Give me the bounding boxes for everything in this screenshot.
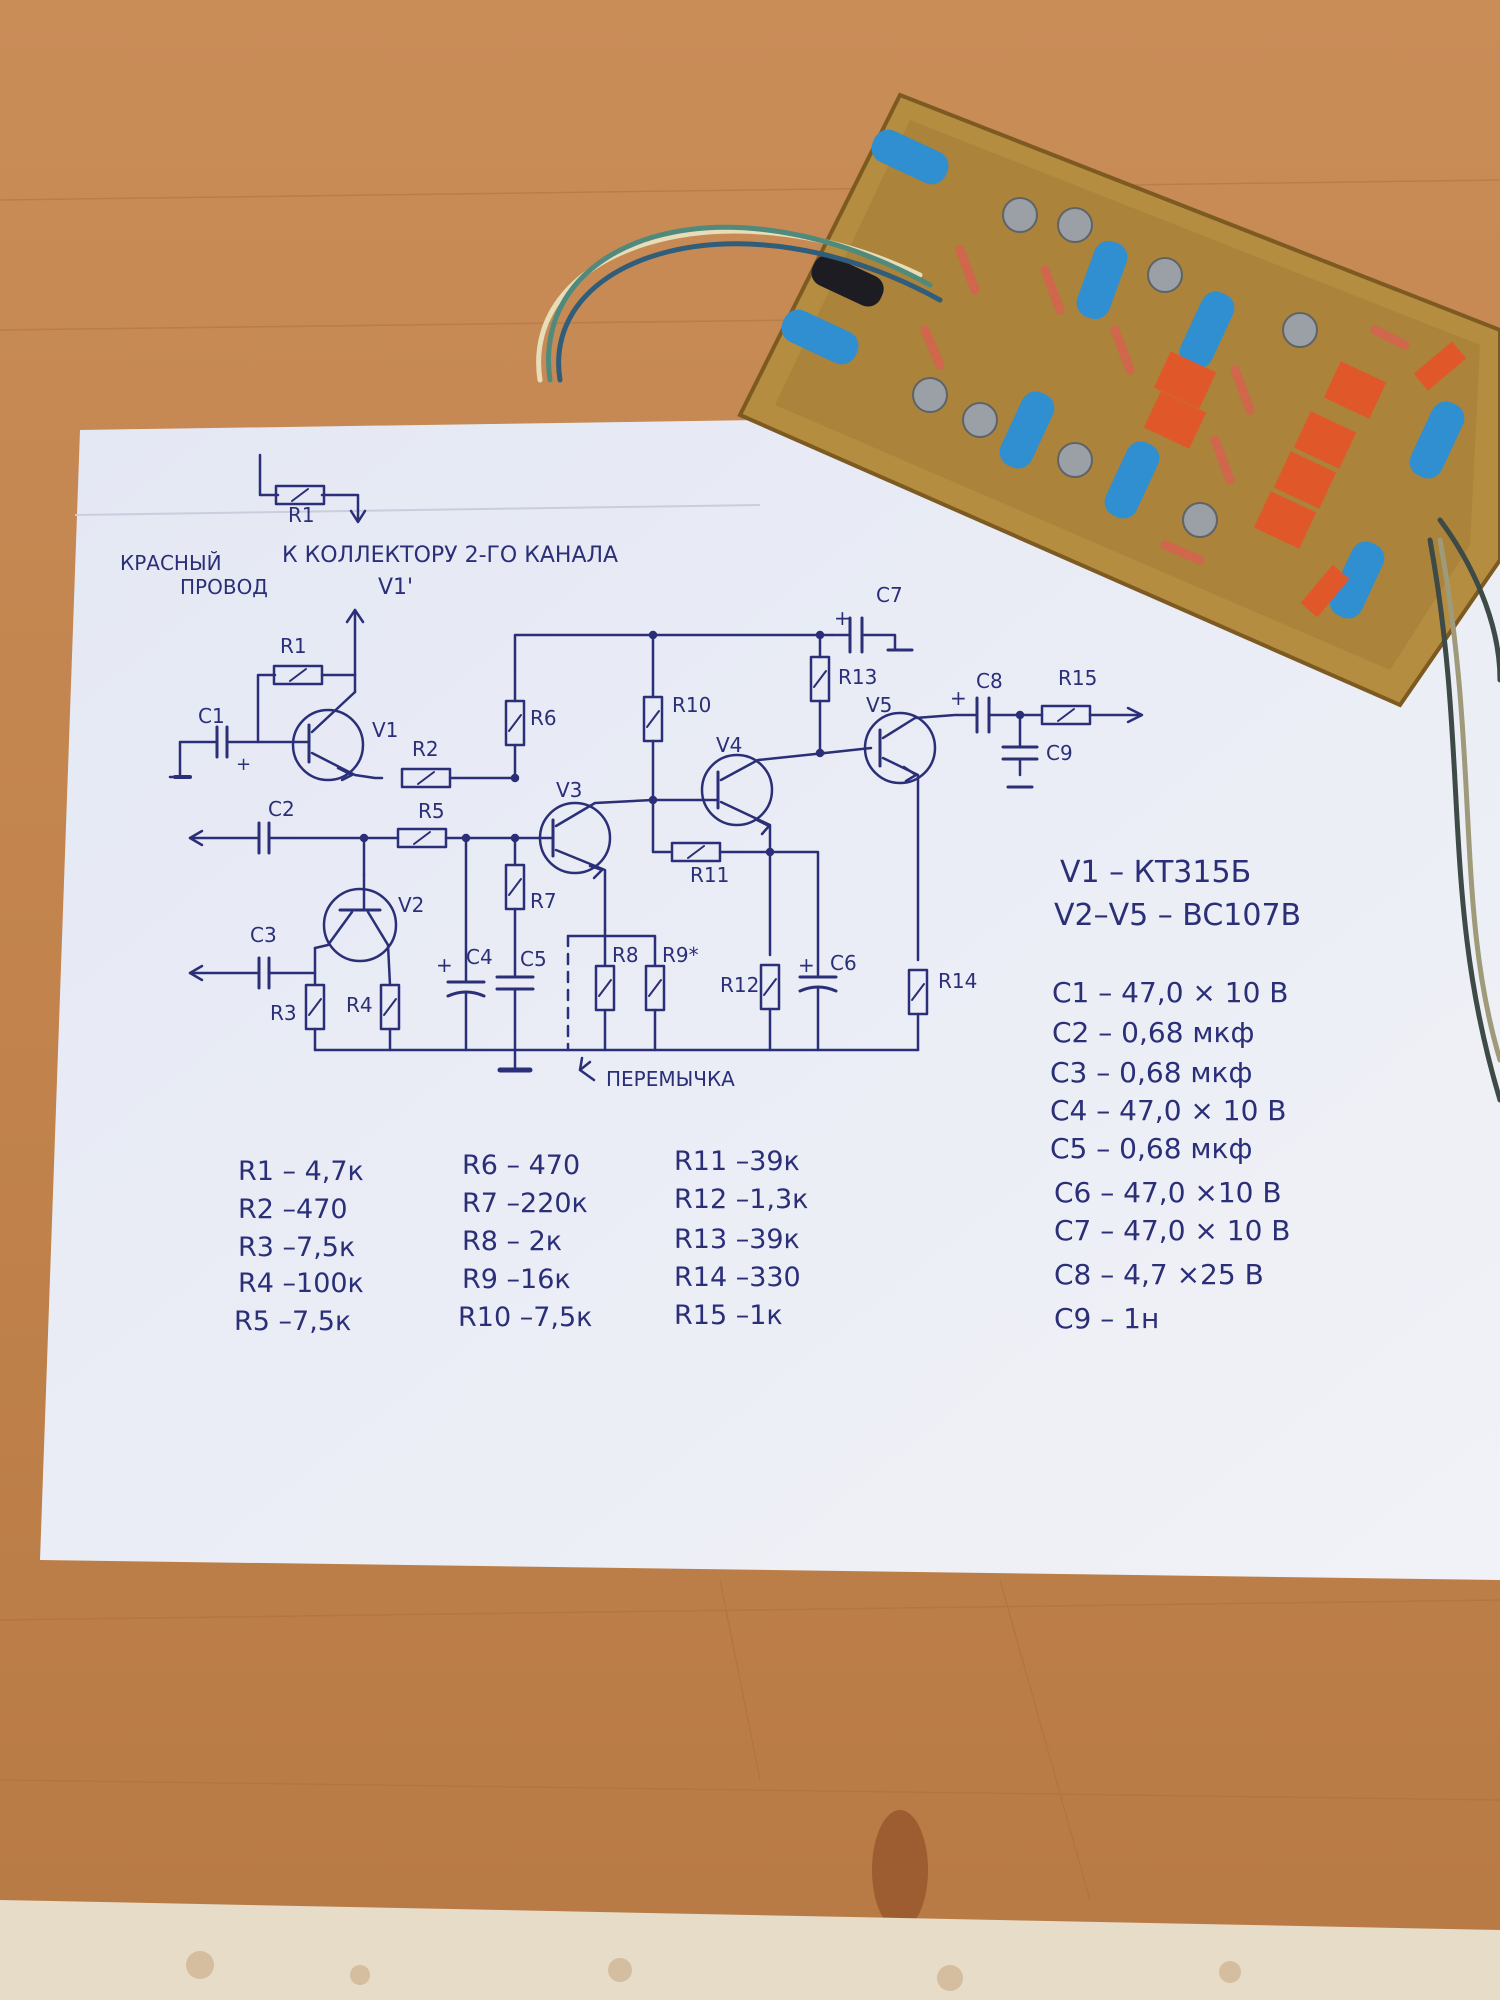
r-value: R14 –330: [674, 1262, 801, 1293]
transistor-line-1: V1 – КТ315Б: [1060, 855, 1251, 890]
c-value: C5 – 0,68 мкф: [1050, 1132, 1252, 1165]
schematic: [168, 453, 1144, 1082]
label-C7: C7: [876, 583, 903, 607]
cloth: [0, 1900, 1500, 2000]
pcb-resistors: [920, 245, 1410, 565]
r-value: R11 –39к: [674, 1146, 800, 1177]
label-plus-c6: +: [798, 953, 815, 977]
pcb-film-capacitors: [1143, 341, 1467, 618]
paper-sheet: [40, 420, 1500, 1580]
label-R15: R15: [1058, 666, 1097, 690]
v4-stage: [642, 633, 838, 1052]
label-wire-left-1: КРАСНЫЙ: [120, 551, 222, 575]
label-wire-left-2: ПРОВОД: [180, 575, 268, 599]
wires: [536, 224, 1500, 1103]
paper-fold: [74, 504, 761, 516]
r-value: R1 – 4,7к: [238, 1156, 364, 1187]
label-V1: V1: [372, 718, 398, 742]
r-value: R3 –7,5к: [238, 1232, 355, 1263]
r-value: R13 –39к: [674, 1224, 800, 1255]
signal-line-c2-r5: [188, 821, 541, 855]
label-R10: R10: [672, 693, 711, 717]
label-R12: R12: [720, 973, 759, 997]
c4-c5: [446, 836, 535, 1052]
label-C6: C6: [830, 951, 857, 975]
label-R3: R3: [270, 1001, 297, 1025]
r-value: R9 –16к: [462, 1264, 571, 1295]
r-value: R2 –470: [238, 1194, 348, 1225]
cloth-pattern: [186, 1951, 1241, 1991]
label-plus-c4: +: [436, 953, 453, 977]
label-plus-c7: +: [834, 606, 851, 630]
label-wire-sub: V1': [378, 575, 413, 600]
c-value: C1 – 47,0 × 10 В: [1052, 976, 1289, 1009]
label-C2: C2: [268, 797, 295, 821]
label-jumper: ПЕРЕМЫЧКА: [606, 1067, 735, 1091]
capacitor-values: C1 – 47,0 × 10 В C2 – 0,68 мкф C3 – 0,68…: [1050, 976, 1291, 1335]
label-R13: R13: [838, 665, 877, 689]
r-value: R10 –7,5к: [458, 1302, 592, 1333]
schematic-labels: R1 КРАСНЫЙ ПРОВОД К КОЛЛЕКТОРУ 2-ГО КАНА…: [120, 503, 1097, 1091]
pcb-electrolytic-capacitors: [781, 129, 1465, 619]
label-C8: C8: [976, 669, 1003, 693]
wood-grain: [0, 179, 1500, 1901]
label-V3: V3: [556, 778, 582, 802]
pcb-transistors: [912, 197, 1318, 538]
label-inset-r1: R1: [288, 503, 315, 527]
r-value: R7 –220к: [462, 1188, 588, 1219]
r8-r9-jumper: [566, 928, 666, 1082]
r-value: R5 –7,5к: [234, 1306, 351, 1337]
label-C5: C5: [520, 947, 547, 971]
c-value: C2 – 0,68 мкф: [1052, 1016, 1254, 1049]
c-value: C6 – 47,0 ×10 В: [1054, 1176, 1282, 1209]
label-wire-main: К КОЛЛЕКТОРУ 2-ГО КАНАЛА: [282, 543, 618, 568]
label-plus-c1: +: [236, 754, 251, 775]
label-C4: C4: [466, 945, 493, 969]
label-R4: R4: [346, 993, 373, 1017]
v5-stage: [809, 633, 1144, 1052]
circuit-board: [737, 92, 1500, 708]
v2-stage: [188, 836, 401, 1052]
transistor-line-2: V2–V5 – BC107B: [1054, 898, 1301, 933]
label-R14: R14: [938, 969, 977, 993]
label-V2: V2: [398, 893, 424, 917]
label-C1: C1: [198, 704, 225, 728]
resistor-values: R1 – 4,7к R2 –470 R3 –7,5к R4 –100к R5 –…: [234, 1146, 808, 1337]
table-stain: [872, 1810, 928, 1930]
c-value: C4 – 47,0 × 10 В: [1050, 1094, 1287, 1127]
v3-stage: [537, 798, 655, 932]
r-value: R4 –100к: [238, 1268, 364, 1299]
label-R9: R9*: [662, 943, 699, 967]
label-C3: C3: [250, 923, 277, 947]
c-value: C7 – 47,0 × 10 В: [1054, 1214, 1291, 1247]
ground-bus: [173, 775, 920, 1073]
c-value: C3 – 0,68 мкф: [1050, 1056, 1252, 1089]
label-R6: R6: [530, 706, 557, 730]
transistor-list: V1 – КТ315Б V2–V5 – BC107B: [1054, 855, 1301, 933]
label-R5: R5: [418, 799, 445, 823]
r-value: R8 – 2к: [462, 1226, 562, 1257]
label-R7: R7: [530, 889, 557, 913]
top-rail-r6: [504, 616, 914, 783]
label-R11: R11: [690, 863, 729, 887]
label-R8: R8: [612, 943, 639, 967]
r-value: R12 –1,3к: [674, 1184, 808, 1215]
label-C9: C9: [1046, 741, 1073, 765]
inset-r1-sketch: [258, 453, 367, 524]
r-value: R15 –1к: [674, 1300, 783, 1331]
c-value: C8 – 4,7 ×25 В: [1054, 1258, 1264, 1291]
label-R2: R2: [412, 737, 439, 761]
c-value: C9 – 1н: [1054, 1302, 1159, 1335]
label-plus-c8: +: [950, 686, 967, 710]
label-V5: V5: [866, 693, 892, 717]
label-V4: V4: [716, 733, 742, 757]
label-R1: R1: [280, 634, 307, 658]
r-value: R6 – 470: [462, 1150, 580, 1181]
